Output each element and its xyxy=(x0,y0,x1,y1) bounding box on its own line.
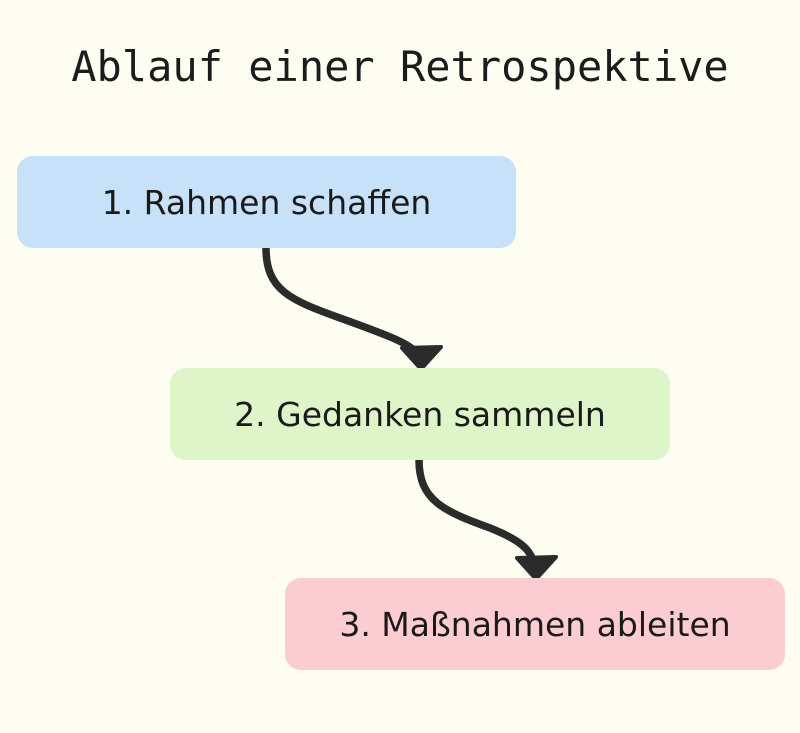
step-box-3[interactable]: 3. Maßnahmen ableiten xyxy=(285,578,785,670)
step-box-1-label: 1. Rahmen schaffen xyxy=(101,182,432,222)
step-box-2-label: 2. Gedanken sammeln xyxy=(234,394,606,434)
connector-arrow-1 xyxy=(262,244,443,371)
connector-arrow-1-path xyxy=(262,244,424,362)
step-box-3-label: 3. Maßnahmen ableiten xyxy=(339,604,731,644)
connector-arrow-2 xyxy=(415,456,558,581)
step-box-1[interactable]: 1. Rahmen schaffen xyxy=(17,156,516,248)
connector-arrow-2-head xyxy=(515,555,558,581)
connector-arrow-1-head xyxy=(400,345,443,371)
diagram-title: Ablauf einer Retrospektive xyxy=(71,42,729,91)
connector-arrow-2-path xyxy=(415,456,539,572)
step-box-2[interactable]: 2. Gedanken sammeln xyxy=(170,368,670,460)
